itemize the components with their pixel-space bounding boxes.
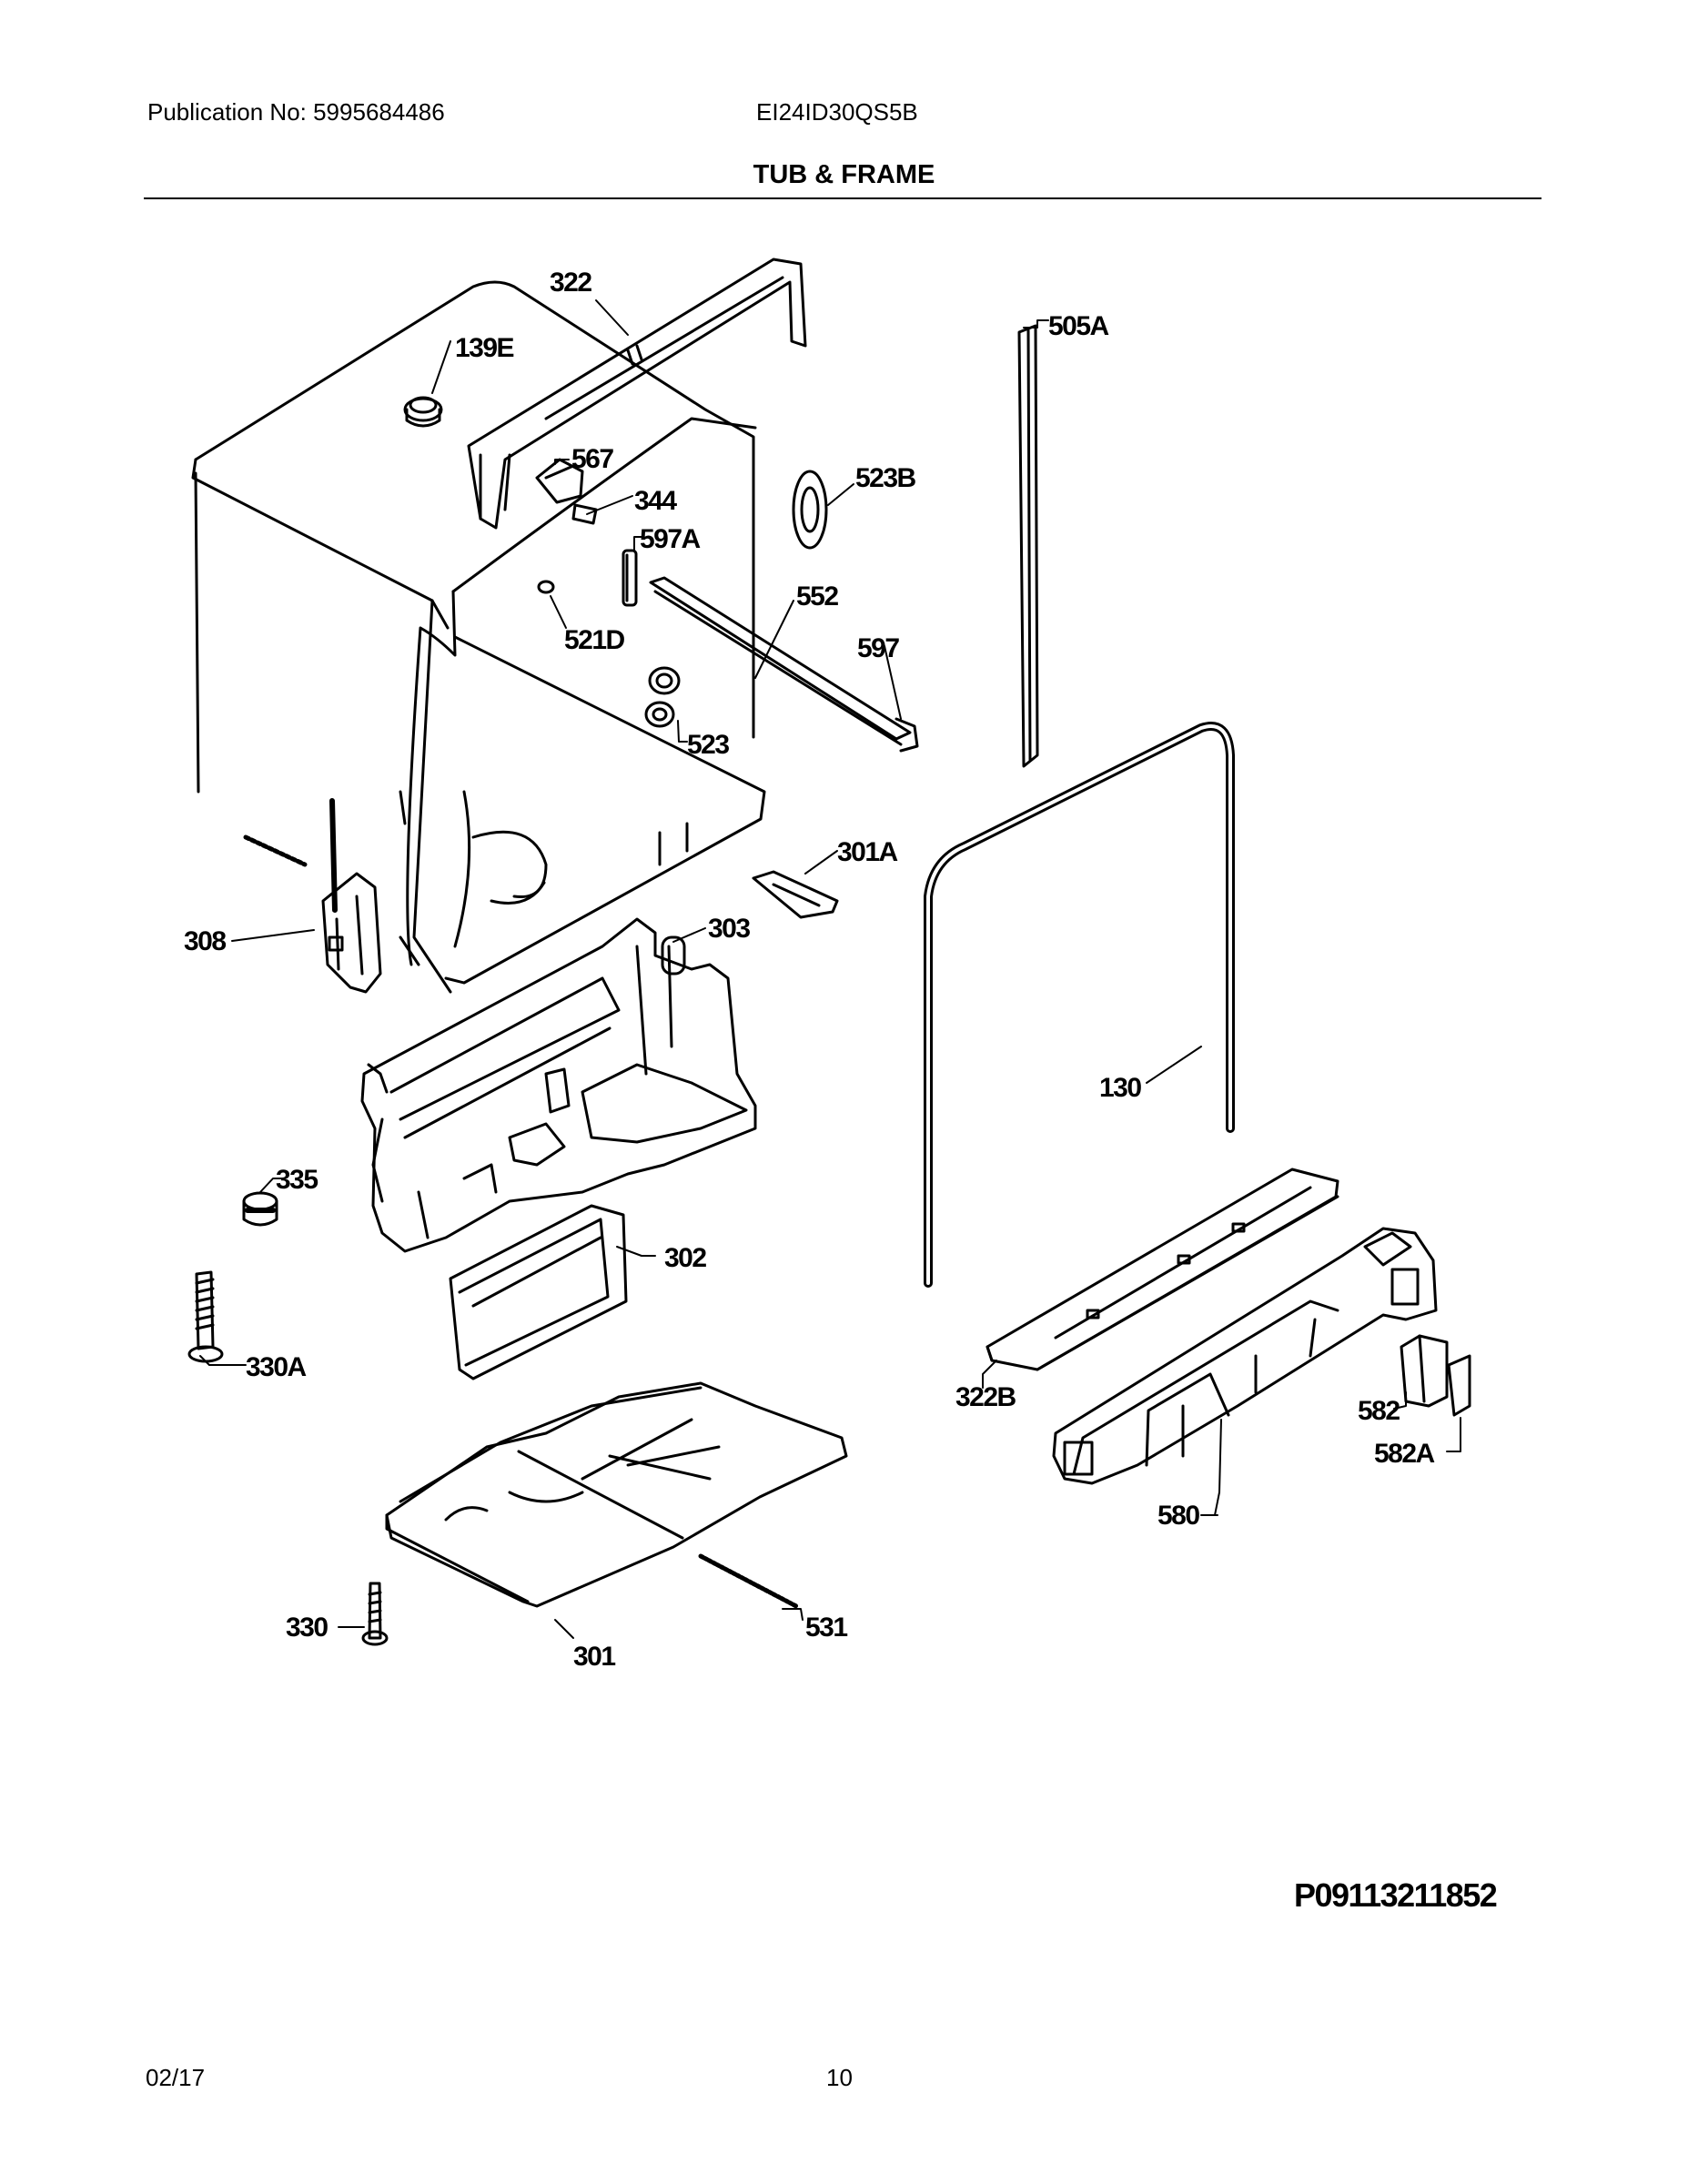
part-531-rod: [698, 1553, 799, 1609]
callout-505a: 505A: [1048, 311, 1109, 341]
callout-301a: 301A: [837, 837, 898, 867]
header-divider: [144, 197, 1541, 199]
part-505a-strip: [1017, 324, 1039, 768]
callout-301: 301: [573, 1642, 615, 1672]
callout-322b: 322B: [955, 1382, 1016, 1412]
part-330a-screw: [187, 1270, 224, 1363]
callout-521d: 521D: [564, 625, 625, 655]
callout-523b: 523B: [855, 463, 916, 493]
part-552-rail: [649, 576, 919, 753]
callout-344: 344: [634, 486, 677, 516]
section-title: TUB & FRAME: [753, 160, 935, 189]
callout-139e: 139E: [455, 333, 514, 363]
small-tub-fittings: [537, 549, 681, 728]
callout-leaders: [199, 299, 1461, 1639]
callout-130: 130: [1099, 1073, 1141, 1103]
callout-330a: 330A: [246, 1352, 307, 1382]
callout-labels: 322 139E 567 344 597A 505A 523B 552 521D…: [184, 268, 1436, 1672]
part-308-hinge: [243, 798, 382, 994]
model-number: EI24ID30QS5B: [756, 98, 918, 126]
part-139e-nut: [403, 396, 443, 428]
callout-330: 330: [286, 1613, 328, 1643]
part-322-top-rail: [467, 258, 807, 530]
part-302-frame: [449, 1204, 628, 1380]
part-330-screw: [361, 1582, 389, 1646]
callout-582a: 582A: [1374, 1439, 1435, 1469]
callout-552: 552: [796, 581, 838, 612]
part-582-block: [1400, 1334, 1471, 1417]
part-335-foot: [242, 1191, 278, 1227]
callout-335: 335: [276, 1165, 318, 1195]
callout-302: 302: [664, 1243, 706, 1273]
part-523b-grommet: [792, 470, 828, 550]
part-303-base-frame: [360, 917, 757, 1253]
callout-580: 580: [1157, 1501, 1199, 1531]
page-number: 10: [826, 2064, 853, 2091]
part-580-rail-assembly: [1052, 1227, 1438, 1485]
callout-597a: 597A: [640, 524, 701, 554]
callout-303: 303: [708, 914, 750, 944]
callout-308: 308: [184, 926, 226, 956]
publication-number: Publication No: 5995684486: [147, 98, 445, 126]
callout-523: 523: [687, 730, 729, 760]
footer-date: 02/17: [146, 2064, 206, 2091]
part-301-base-pan: [385, 1381, 848, 1608]
part-130-door-gasket: [924, 722, 1235, 1288]
figure-reference-number: P09113211852: [1294, 1876, 1498, 1914]
callout-322: 322: [550, 268, 591, 298]
callout-597: 597: [857, 633, 899, 663]
part-322b-rail: [986, 1168, 1339, 1371]
callout-567: 567: [571, 444, 613, 474]
callout-531: 531: [805, 1613, 847, 1643]
part-301a-clip: [752, 870, 839, 919]
tub-assembly: [191, 280, 766, 994]
callout-582: 582: [1358, 1396, 1400, 1426]
